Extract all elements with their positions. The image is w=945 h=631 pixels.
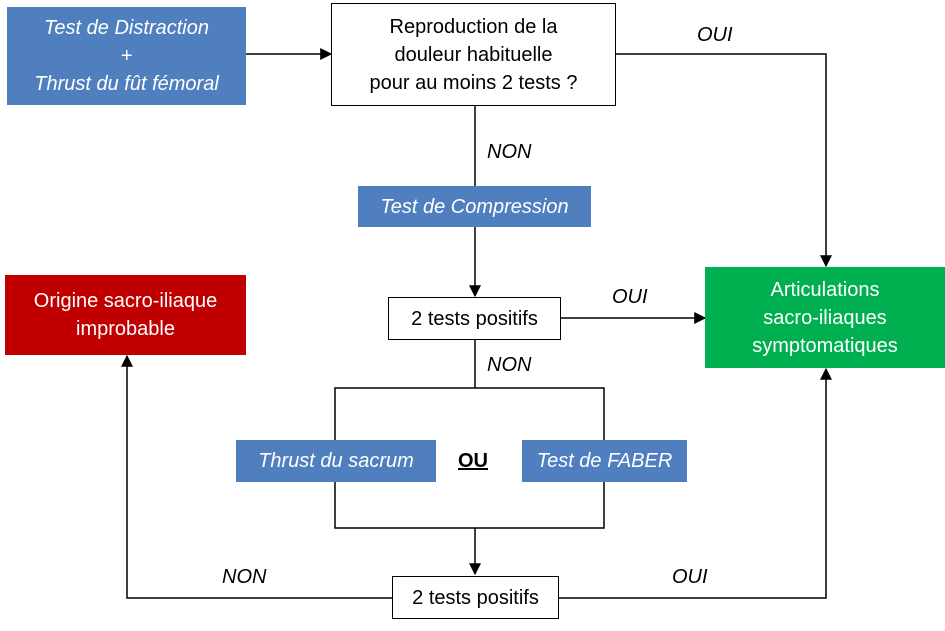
positive2-label: 2 tests positifs [412,586,539,609]
symptomatic-node: Articulations sacro-iliaques symptomatiq… [705,267,945,368]
question-node: Reproduction de la douleur habituelle po… [331,3,616,106]
question-line-3: pour au moins 2 tests ? [369,71,578,94]
compression-label: Test de Compression [380,195,569,218]
symptomatic-line-3: symptomatiques [752,334,898,357]
start-node: Test de Distraction + Thrust du fût fémo… [7,7,246,105]
or-label: OU [458,450,488,472]
symptomatic-line-2: sacro-iliaques [763,306,887,329]
edge-positive2-improbable [121,354,392,599]
improbable-line-2: improbable [76,318,175,340]
positive2-node: 2 tests positifs [392,576,559,619]
edge-label-yes-mid: OUI [612,286,648,308]
fork-bracket [334,387,605,440]
edge-label-no-2: NON [487,354,532,376]
question-line-2: douleur habituelle [394,43,553,66]
symptomatic-line-1: Articulations [770,278,880,301]
improbable-node: Origine sacro-iliaque improbable [5,275,246,355]
question-line-1: Reproduction de la [389,15,558,38]
join-bracket [334,482,605,529]
start-line-1: Test de Distraction [44,17,209,39]
edge-label-yes-top: OUI [697,24,733,46]
edge-positive2-symptomatic [559,367,832,599]
positive1-label: 2 tests positifs [411,307,538,330]
edge-label-no-1: NON [487,141,532,163]
positive1-node: 2 tests positifs [388,297,561,340]
start-line-2: + [120,45,133,67]
edge-label-yes-bottom: OUI [672,566,708,588]
sacrum-label: Thrust du sacrum [258,450,414,472]
sacrum-node: Thrust du sacrum [236,440,436,482]
edge-question-symptomatic [616,53,832,268]
edge-label-no-bottom: NON [222,566,267,588]
start-line-3: Thrust du fût fémoral [34,73,219,95]
compression-node: Test de Compression [358,186,591,227]
faber-label: Test de FABER [536,450,673,472]
improbable-line-1: Origine sacro-iliaque [33,290,218,312]
faber-node: Test de FABER [522,440,687,482]
